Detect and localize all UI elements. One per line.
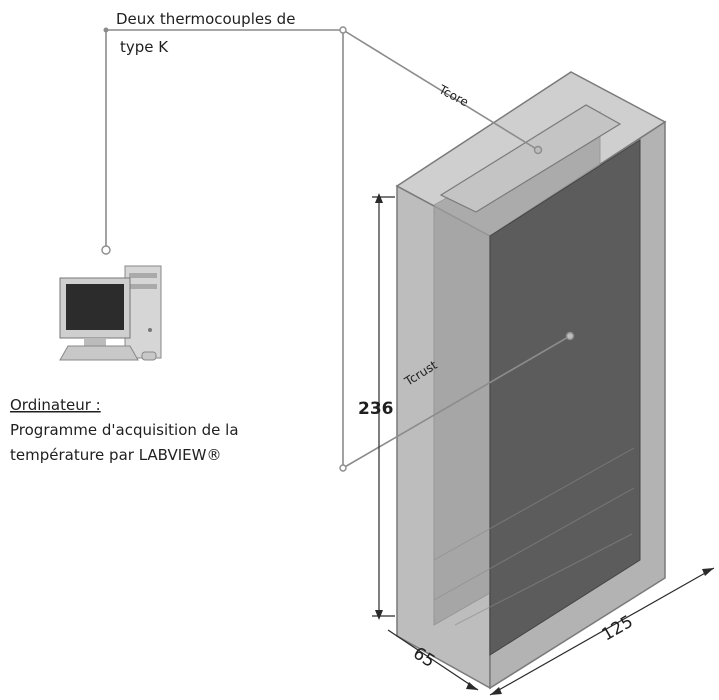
computer-desc-line1: Programme d'acquisition de la (10, 421, 239, 439)
probe-core-label: Tcore (436, 82, 471, 110)
thermocouple-wires (105, 29, 571, 469)
computer-icon (59, 265, 162, 361)
block-dark-core (489, 139, 641, 656)
probe-core-tip (533, 145, 543, 155)
thermocouple-label-line2: type K (120, 38, 169, 56)
sample-block (395, 71, 667, 690)
wire-node-corner (103, 27, 109, 33)
dim-height-arrow-top (375, 193, 383, 203)
computer-title: Ordinateur : (10, 396, 101, 414)
dim-width-arrow-right (702, 568, 714, 576)
dim-width-arrow-left (490, 687, 502, 695)
block-top-slot (439, 104, 622, 213)
dim-height-label: 236 (358, 399, 394, 419)
wire-node-split (339, 26, 347, 34)
wire-node-computer (101, 245, 111, 255)
probe-crust-tip (565, 331, 575, 341)
dim-depth-arrow (466, 682, 478, 690)
computer-desc-line2: température par LABVIEW® (10, 446, 222, 464)
thermocouple-label-line1: Deux thermocouples de (116, 10, 295, 28)
dim-height-arrow-bottom (375, 610, 383, 620)
wire-node-lower (339, 464, 347, 472)
dimension-lines (372, 196, 715, 696)
